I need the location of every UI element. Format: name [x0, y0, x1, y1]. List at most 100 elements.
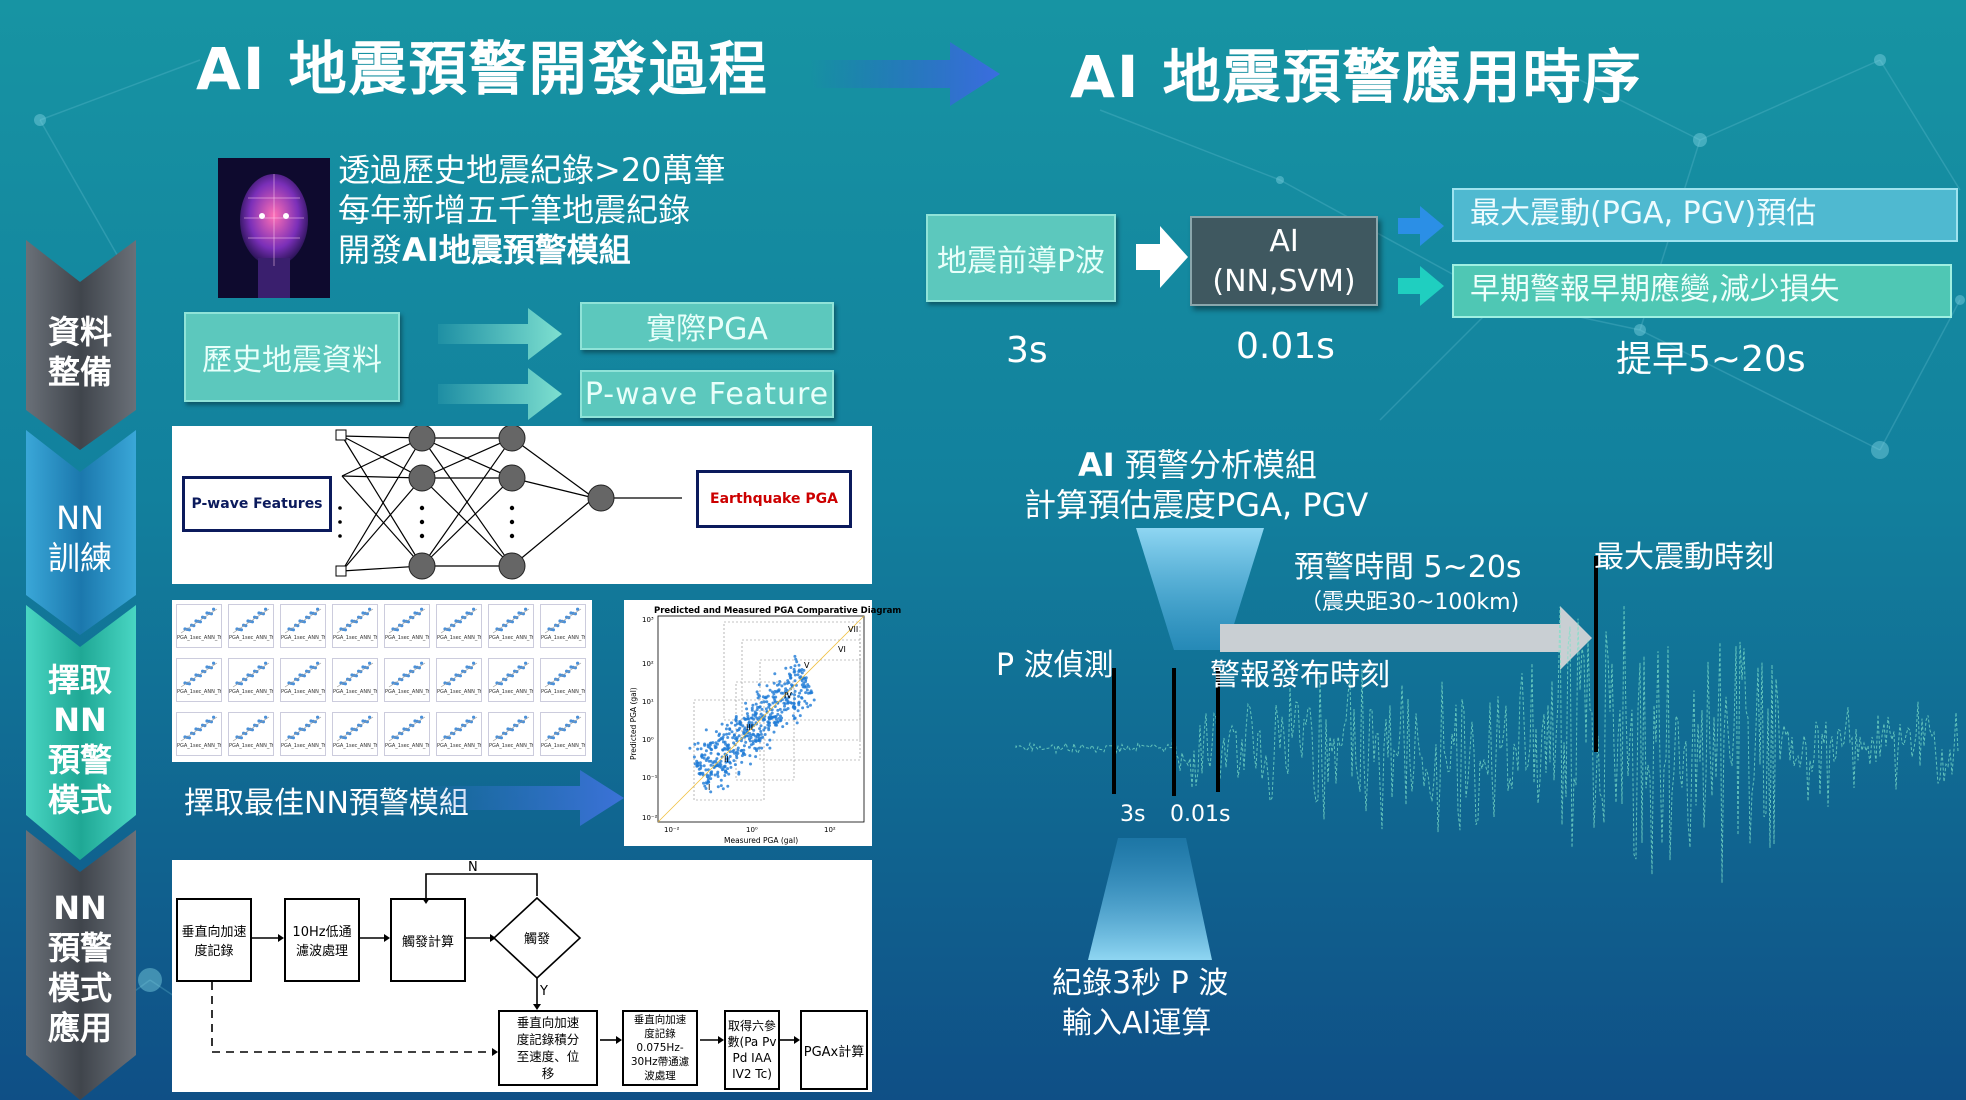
- scatter-intensity-label: V: [804, 661, 810, 670]
- seismogram-graphic: [1015, 528, 1959, 960]
- nn-network-graph: [335, 426, 682, 580]
- thumbnail-caption: PGA_1sec_ANN_Train021All.png: [229, 635, 273, 641]
- p-wave-box: 地震前導P波: [926, 214, 1116, 302]
- model-thumbnail: PGA_1sec_ANN_Train022All.png: [332, 712, 378, 756]
- model-thumbnail: PGA_1sec_ANN_Train023All.png: [436, 712, 482, 756]
- thumbnail-caption: PGA_1sec_ANN_Train022Test.png: [385, 743, 429, 749]
- seismic-waveform: [1015, 605, 1959, 884]
- intro-line1: 透過歷史地震紀錄>20萬筆: [338, 151, 726, 189]
- analysis-line1: AI 預警分析模組: [1078, 440, 1317, 486]
- step1-line1: 資料: [47, 313, 112, 351]
- scatter-title: Predicted and Measured PGA Comparative D…: [654, 606, 902, 616]
- intro-text: 透過歷史地震紀錄>20萬筆 每年新增五千筆地震紀錄 開發AI地震預警模組: [338, 150, 726, 270]
- thumbnail-caption: PGA_1sec_ANN_Train021Test.png: [281, 689, 325, 695]
- step3-line4: 模式: [47, 781, 112, 819]
- record-3s-pwave: 紀錄3秒 P 波: [1052, 966, 1229, 1001]
- scatter-intensity-label: II: [724, 755, 729, 764]
- flowchart-panel: 垂直向加速度記錄 10Hz低通濾波處理 觸發計算 觸發 N Y 垂直向加速度記錄…: [172, 860, 872, 1092]
- scatter-y-tick: 10⁰: [642, 736, 654, 744]
- time-001s: 0.01s: [1236, 326, 1335, 367]
- output-max-shake-box: 最大震動(PGA, PGV)預估: [1452, 188, 1958, 242]
- flow-node-accel: 垂直向加速度記錄: [176, 898, 252, 982]
- intro-line3: 開發AI地震預警模組: [338, 230, 726, 270]
- thumbnail-caption: PGA_1sec_ANN_Train023All.png: [437, 635, 481, 641]
- step3-line3: 預警: [47, 741, 112, 779]
- model-thumbnail: PGA_1sec_ANN_Train024All.png: [540, 658, 586, 702]
- ai-box-line2: (NN,SVM): [1212, 264, 1356, 299]
- time-3s: 3s: [1006, 330, 1048, 371]
- flow-node-lowpass: 10Hz低通濾波處理: [284, 898, 360, 982]
- flow-yes-label: Y: [540, 984, 548, 999]
- model-thumbnail: PGA_1sec_ANN_Train020Test.png: [176, 658, 222, 702]
- model-thumbnail: PGA_1sec_ANN_Train021Test.png: [280, 712, 326, 756]
- model-thumbnail: PGA_1sec_ANN_Train021All.png: [228, 604, 274, 648]
- thumbnail-caption: PGA_1sec_ANN_Train020Test.png: [177, 635, 221, 641]
- intro-line2: 每年新增五千筆地震紀錄: [338, 191, 691, 229]
- scatter-y-tick: 10³: [642, 616, 654, 624]
- thumbnail-caption: PGA_1sec_ANN_Train020Test.png: [177, 743, 221, 749]
- select-arrow: [420, 770, 624, 826]
- thumbnail-caption: PGA_1sec_ANN_Train022All.png: [333, 635, 377, 641]
- title-arrow: [810, 42, 1000, 106]
- sidebar-chevrons: [26, 240, 136, 1100]
- history-data-box: 歷史地震資料: [184, 312, 400, 402]
- step4-line2: 預警: [47, 929, 112, 967]
- model-thumbnail: PGA_1sec_ANN_Train022All.png: [332, 658, 378, 702]
- thumbnail-caption: PGA_1sec_ANN_Train023All.png: [437, 743, 481, 749]
- flow-node-trigger: 觸發: [523, 932, 550, 947]
- step3-line2: NN: [53, 701, 107, 739]
- left-title: AI 地震預警開發過程: [196, 35, 769, 103]
- step4-line3: 模式: [47, 969, 112, 1007]
- model-thumbnails-panel: PGA_1sec_ANN_Train020Test.pngPGA_1sec_AN…: [172, 600, 592, 762]
- thumbnail-caption: PGA_1sec_ANN_Train024All.png: [541, 689, 585, 695]
- thumbnail-caption: PGA_1sec_ANN_Train020Test.png: [177, 689, 221, 695]
- scatter-xlabel: Measured PGA (gal): [724, 836, 798, 845]
- flowchart-lines: [211, 873, 800, 1056]
- input-ai-compute: 輸入AI運算: [1062, 1006, 1212, 1041]
- model-thumbnail: PGA_1sec_ANN_Train023Test.png: [488, 712, 534, 756]
- flow-node-parameters: 取得六參數(Pa Pv Pd IAA IV2 Tc): [724, 1010, 780, 1090]
- scatter-y-tick: 10⁻²: [642, 814, 658, 822]
- white-arrow: [1136, 226, 1188, 288]
- scatter-intensity-label: I: [708, 783, 710, 792]
- epicentral-distance: （震央距30~100km): [1300, 590, 1520, 615]
- model-thumbnail: PGA_1sec_ANN_Train022Test.png: [384, 604, 430, 648]
- model-thumbnail: PGA_1sec_ANN_Train023Test.png: [488, 658, 534, 702]
- model-thumbnail: PGA_1sec_ANN_Train021Test.png: [280, 658, 326, 702]
- model-thumbnail: PGA_1sec_ANN_Train022Test.png: [384, 658, 430, 702]
- thumbnail-caption: PGA_1sec_ANN_Train023All.png: [437, 689, 481, 695]
- thumbnail-caption: PGA_1sec_ANN_Train023Test.png: [489, 635, 533, 641]
- scatter-y-tick: 10²: [642, 660, 654, 668]
- p-wave-detection: P 波偵測: [996, 648, 1114, 683]
- right-title: AI 地震預警應用時序: [1070, 43, 1643, 111]
- model-thumbnail: PGA_1sec_ANN_Train023All.png: [436, 604, 482, 648]
- nn-output-box: Earthquake PGA: [696, 470, 852, 528]
- output-arrows: [1398, 206, 1444, 306]
- model-thumbnail: PGA_1sec_ANN_Train020Test.png: [176, 712, 222, 756]
- scatter-intensity-label: IV: [784, 691, 792, 700]
- step2-line2: 訓練: [47, 539, 112, 577]
- analysis-line1-bold: AI: [1078, 446, 1115, 484]
- thumbnail-caption: PGA_1sec_ANN_Train024All.png: [541, 635, 585, 641]
- data-prep-arrows: [438, 308, 562, 420]
- thumbnail-caption: PGA_1sec_ANN_Train024All.png: [541, 743, 585, 749]
- scatter-y-tick: 10⁻¹: [642, 774, 658, 782]
- thumbnail-caption: PGA_1sec_ANN_Train023Test.png: [489, 689, 533, 695]
- model-thumbnail: PGA_1sec_ANN_Train022All.png: [332, 604, 378, 648]
- alert-time: 警報發布時刻: [1210, 658, 1390, 693]
- scatter-y-tick: 10¹: [642, 698, 654, 706]
- pwave-feature-box: P-wave Feature: [580, 370, 834, 418]
- step3-line1: 擇取: [47, 661, 112, 699]
- warning-time: 預警時間 5~20s: [1294, 550, 1522, 585]
- model-thumbnail: PGA_1sec_ANN_Train021All.png: [228, 712, 274, 756]
- nn-input-box: P-wave Features: [182, 476, 332, 532]
- scatter-x-tick: 10²: [824, 826, 836, 834]
- time-early: 提早5~20s: [1616, 339, 1806, 380]
- intro-line3-prefix: 開發: [338, 231, 403, 269]
- model-thumbnail: PGA_1sec_ANN_Train022Test.png: [384, 712, 430, 756]
- max-shake-time: 最大震動時刻: [1594, 540, 1774, 575]
- model-thumbnail: PGA_1sec_ANN_Train020Test.png: [176, 604, 222, 648]
- step4-line4: 應用: [47, 1009, 112, 1047]
- flow-node-bandpass: 垂直向加速度記錄0.075Hz-30Hz帶通濾波處理: [622, 1010, 698, 1086]
- ai-box: AI (NN,SVM): [1190, 216, 1378, 306]
